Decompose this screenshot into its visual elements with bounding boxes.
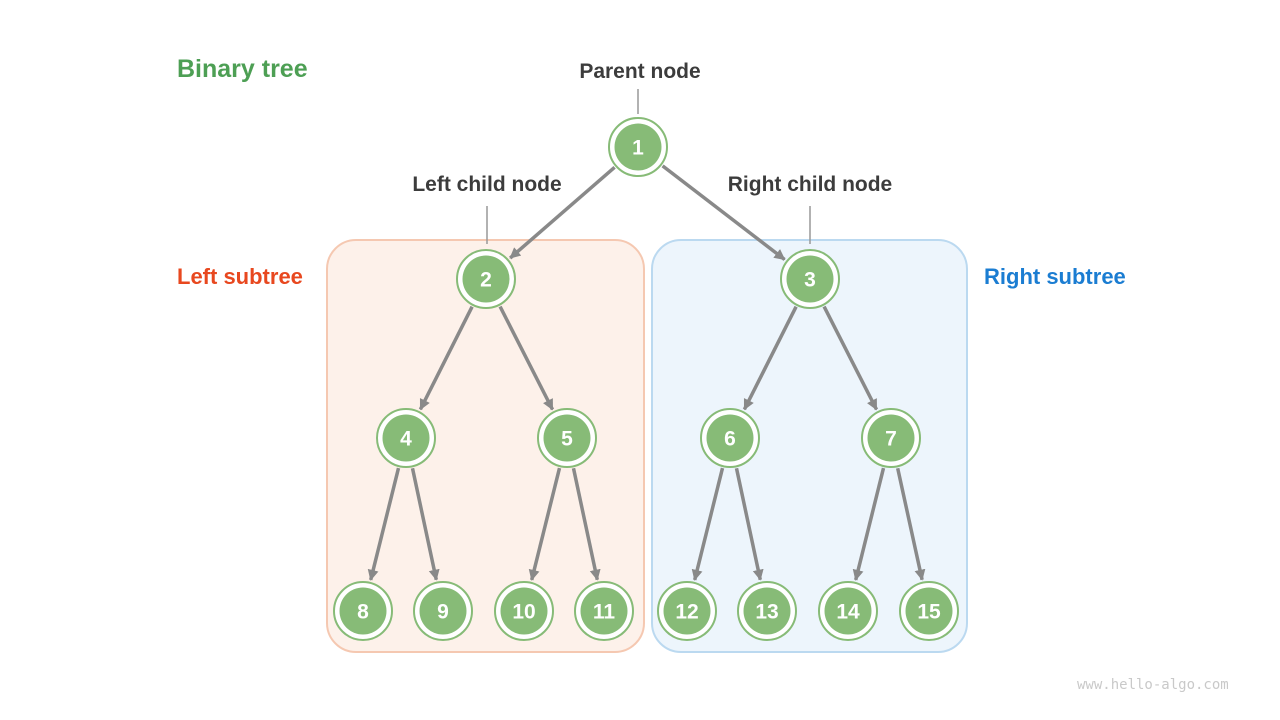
node-value: 1	[632, 137, 644, 160]
left-child-node-label: Left child node	[412, 173, 562, 196]
tree-node-1: 1	[608, 117, 668, 177]
parent-node-label: Parent node	[579, 60, 701, 83]
page-title: Binary tree	[177, 55, 308, 83]
left-subtree-label: Left subtree	[177, 264, 303, 289]
left-subtree-box	[326, 239, 645, 653]
right-child-node-label: Right child node	[727, 173, 893, 196]
label-connector-lines	[486, 89, 811, 244]
right-subtree-label: Right subtree	[984, 264, 1126, 289]
right-subtree-box	[651, 239, 968, 653]
node-outer-ring	[608, 117, 668, 177]
watermark: www.hello-algo.com	[1077, 677, 1229, 693]
node-circle	[614, 123, 662, 171]
